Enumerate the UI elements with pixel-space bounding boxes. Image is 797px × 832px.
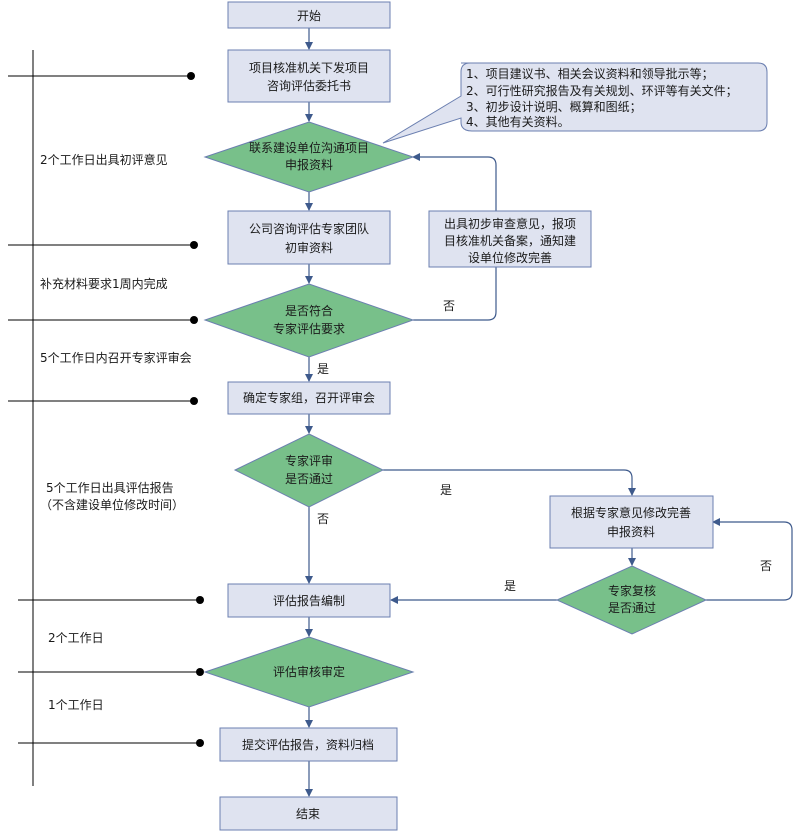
node-report-audit: 评估审核审定 (203, 636, 415, 708)
node-revise: 根据专家意见修改完善 申报资料 (549, 495, 714, 549)
node-start: 开始 (227, 1, 391, 29)
note-item: 2、可行性研究报告及有关规划、环评等有关文件； (466, 83, 738, 98)
node-set-panel: 确定专家组，召开评审会 (227, 381, 391, 415)
timeline-label: 1个工作日 (48, 698, 104, 712)
node-label: 提交评估报告，资料归档 (242, 737, 374, 752)
node-label: 申报资料 (285, 157, 333, 172)
node-label: 确定专家组，召开评审会 (243, 390, 375, 405)
node-label: 专家复核 (608, 583, 656, 598)
edge-label-yes: 是 (504, 579, 516, 593)
node-label: 项目核准机关下发项目 (249, 60, 369, 75)
node-label: 初审资料 (285, 240, 333, 255)
node-feedback: 出具初步审查意见，报项 目核准机关备案，通知建 设单位修改完善 (428, 210, 592, 268)
timeline-tick (18, 596, 204, 604)
node-label: 出具初步审查意见，报项 (444, 216, 576, 231)
node-commission: 项目核准机关下发项目 咨询评估委托书 (227, 49, 391, 103)
timeline-label: 5个工作日出具评估报告 (46, 480, 174, 495)
node-label: 专家评估要求 (273, 321, 345, 336)
edge-no-loop (706, 518, 793, 601)
node-meets-requirement: 是否符合 专家评估要求 (203, 283, 415, 358)
node-submit: 提交评估报告，资料归档 (219, 727, 398, 762)
edge-label-yes: 是 (317, 362, 329, 376)
edge-label-no: 否 (317, 512, 329, 526)
timeline-tick (18, 668, 204, 676)
node-label: 评估报告编制 (273, 593, 345, 608)
node-label: 联系建设单位沟通项目 (249, 140, 369, 155)
node-contact: 联系建设单位沟通项目 申报资料 (203, 121, 415, 193)
node-initial-review: 公司咨询评估专家团队 初审资料 (227, 210, 391, 265)
node-label: 评估审核审定 (273, 664, 345, 679)
timeline-tick (8, 316, 198, 324)
node-expert-review: 专家评审 是否通过 (233, 433, 385, 508)
materials-note: 1、项目建议书、相关会议资料和领导批示等； 2、可行性研究报告及有关规划、环评等… (382, 62, 768, 144)
node-recheck: 专家复核 是否通过 (555, 565, 708, 635)
node-label: 是否通过 (608, 601, 656, 615)
note-item: 4、其他有关资料。 (466, 115, 570, 129)
edge-yes (383, 469, 636, 496)
node-label: 是否符合 (285, 303, 333, 318)
note-item: 3、初步设计说明、概算和图纸； (466, 99, 642, 114)
node-label: 咨询评估委托书 (267, 78, 351, 93)
edge-label-no: 否 (760, 559, 772, 573)
node-label: 设单位修改完善 (468, 250, 552, 265)
timeline-tick (8, 397, 198, 405)
node-end: 结束 (219, 796, 398, 831)
node-label: 专家评审 (285, 453, 333, 468)
note-item: 1、项目建议书、相关会议资料和领导批示等； (466, 66, 714, 81)
timeline-label: 2个工作日出具初评意见 (40, 152, 168, 167)
timeline: 2个工作日出具初评意见 补充材料要求1周内完成 5个工作日内召开专家评审会 5个… (8, 50, 204, 786)
node-label: 申报资料 (607, 524, 655, 539)
timeline-tick (8, 241, 198, 249)
node-label: 公司咨询评估专家团队 (249, 221, 369, 236)
edge-label-no: 否 (443, 299, 455, 313)
timeline-label: （不含建设单位修改时间） (40, 497, 184, 512)
timeline-tick (8, 72, 195, 80)
timeline-label: 2个工作日 (48, 631, 104, 645)
node-report-compile: 评估报告编制 (227, 583, 391, 618)
node-label: 根据专家意见修改完善 (571, 505, 691, 520)
timeline-label: 5个工作日内召开专家评审会 (40, 350, 192, 365)
node-label: 开始 (297, 9, 321, 23)
edge-label-yes: 是 (440, 483, 452, 497)
timeline-tick (18, 739, 204, 747)
node-label: 目核准机关备案，通知建 (444, 233, 576, 248)
node-label: 结束 (296, 807, 320, 821)
node-label: 是否通过 (285, 472, 333, 486)
timeline-label: 补充材料要求1周内完成 (40, 276, 168, 291)
